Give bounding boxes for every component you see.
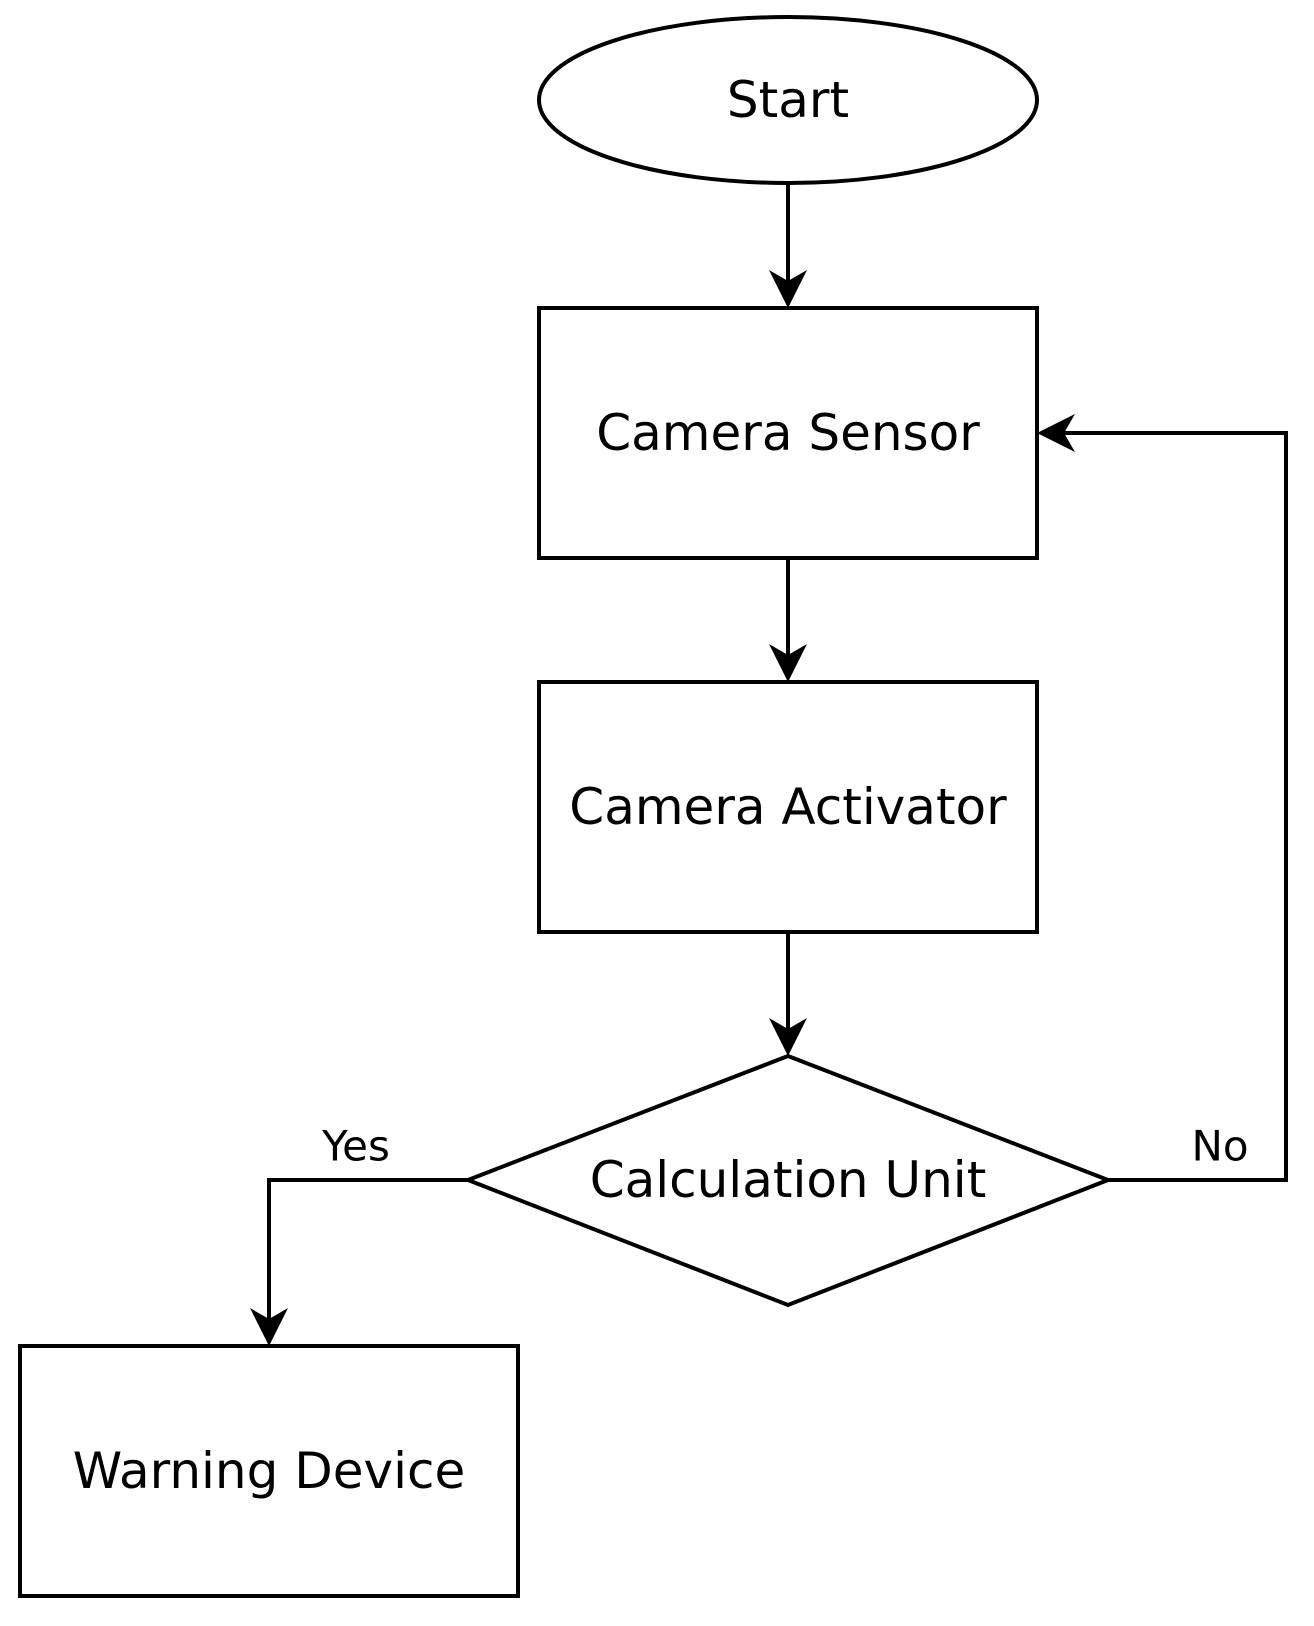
yes-label: Yes bbox=[321, 1122, 390, 1171]
start-node: Start bbox=[537, 15, 1039, 185]
calculation-unit-diamond bbox=[462, 1053, 1114, 1308]
camera-sensor-label: Camera Sensor bbox=[596, 404, 980, 462]
arrowhead-icon bbox=[769, 644, 807, 682]
warning-device-box bbox=[18, 1344, 520, 1598]
edge-camera-sensor-to-camera-activator bbox=[769, 558, 807, 682]
warning-device-node: Warning Device bbox=[18, 1344, 520, 1598]
camera-sensor-box bbox=[537, 306, 1039, 560]
camera-sensor-node: Camera Sensor bbox=[537, 306, 1039, 560]
no-label: No bbox=[1191, 1122, 1248, 1171]
edge-calculation-unit-to-warning-device: Yes bbox=[250, 1122, 468, 1346]
arrowhead-icon bbox=[250, 1308, 288, 1346]
calculation-unit-node: Calculation Unit bbox=[462, 1053, 1114, 1308]
camera-activator-label: Camera Activator bbox=[569, 778, 1007, 836]
edge-start-to-camera-sensor bbox=[769, 183, 807, 308]
edge-camera-activator-to-calculation-unit bbox=[769, 932, 807, 1056]
warning-device-label: Warning Device bbox=[73, 1442, 465, 1500]
arrowhead-icon bbox=[1037, 414, 1075, 452]
edge-calculation-unit-to-camera-sensor: No bbox=[1037, 414, 1288, 1182]
edge-line bbox=[1060, 431, 1288, 1182]
camera-activator-box bbox=[537, 680, 1039, 934]
camera-activator-node: Camera Activator bbox=[537, 680, 1039, 934]
calculation-unit-label: Calculation Unit bbox=[590, 1151, 987, 1209]
arrowhead-icon bbox=[769, 270, 807, 308]
arrowhead-icon bbox=[769, 1018, 807, 1056]
start-label: Start bbox=[727, 71, 849, 129]
edge-line bbox=[267, 1178, 468, 1323]
